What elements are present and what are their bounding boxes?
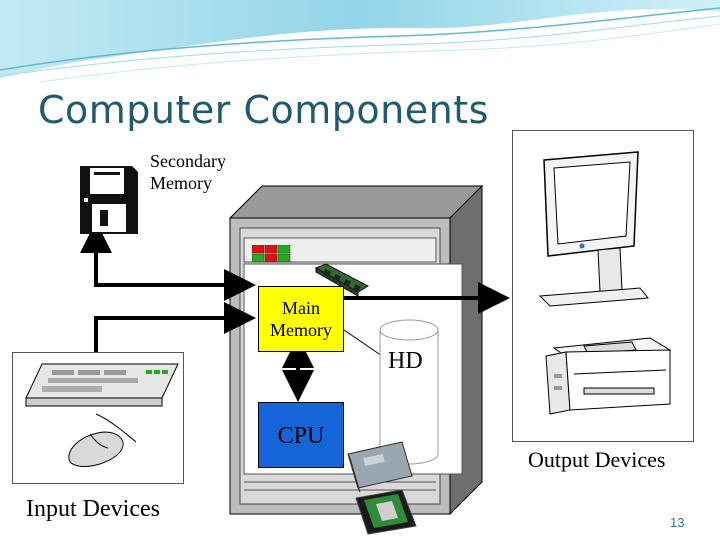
header-wave-decoration <box>0 0 720 83</box>
monitor-icon <box>538 151 649 307</box>
mouse-icon <box>68 413 137 467</box>
tower-status-lights <box>252 245 291 263</box>
page-number: 13 <box>670 515 685 530</box>
cpu-label: CPU <box>277 423 325 449</box>
hd-label: HD <box>388 348 423 374</box>
main-memory-box: Main Memory <box>258 286 344 352</box>
input-devices-label: Input Devices <box>26 496 160 522</box>
cpu-box: CPU <box>258 402 344 468</box>
floppy-disk-icon <box>80 166 138 234</box>
hard-disk-cylinder <box>379 319 439 465</box>
ram-module-icon <box>314 263 370 297</box>
cpu-chip-icon <box>347 441 417 535</box>
output-devices-frame <box>512 130 694 442</box>
output-devices-label: Output Devices <box>528 447 666 472</box>
secondary-memory-label: Secondary Memory <box>150 151 226 193</box>
input-devices-frame <box>12 352 184 484</box>
slide-title: Computer Components <box>38 88 489 132</box>
printer-icon <box>545 337 672 415</box>
keyboard-icon <box>25 363 179 407</box>
main-memory-label: Main Memory <box>270 298 332 340</box>
